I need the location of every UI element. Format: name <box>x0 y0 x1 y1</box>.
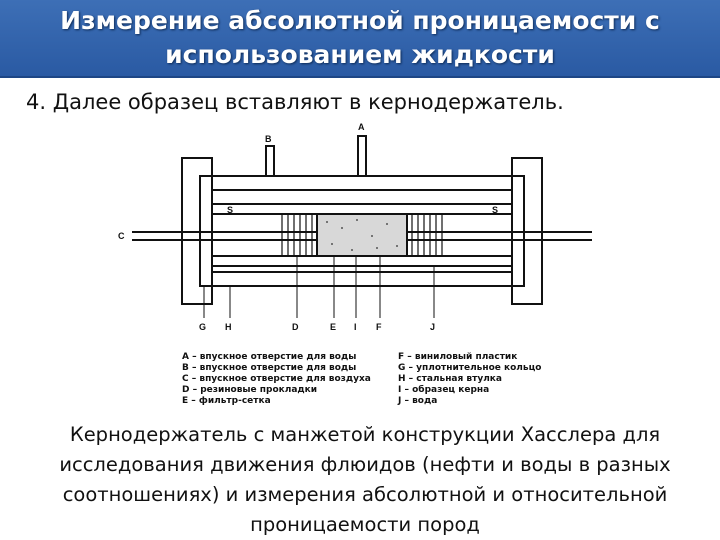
slide-title-line-1: Измерение абсолютной проницаемости с <box>60 6 660 35</box>
legend-item-f: F – виниловый пластик <box>398 352 518 362</box>
legend-right: F – виниловый пластик G – уплотнительное… <box>398 352 541 407</box>
label-a: A <box>358 122 365 132</box>
core-holder-diagram: A B C D E F G H I J S S <box>118 122 592 332</box>
label-e: E <box>330 322 336 332</box>
port-a <box>357 135 367 177</box>
caption-line-3: соотношениях) и измерения абсолютной и о… <box>62 483 668 506</box>
caption-line-4: проницаемости пород <box>250 513 480 536</box>
legend-item-j: J – вода <box>398 396 438 406</box>
label-d: D <box>292 322 299 332</box>
caption-line-1: Кернодержатель с манжетой конструкции Ха… <box>69 423 661 446</box>
slide-title: Измерение абсолютной проницаемости с исп… <box>0 4 720 72</box>
slide-title-line-2: использованием жидкости <box>165 40 555 69</box>
label-i: I <box>354 322 357 332</box>
label-c: C <box>118 231 125 241</box>
legend-left: A – впускное отверстие для воды B – впус… <box>182 352 371 407</box>
label-s-top-right: S <box>492 205 498 215</box>
legend-item-d: D – резиновые прокладки <box>182 385 318 395</box>
label-g: G <box>199 322 206 332</box>
legend-item-g: G – уплотнительное кольцо <box>398 363 542 373</box>
legend-item-i: I – образец керна <box>398 385 490 395</box>
right-end-cap <box>511 157 543 305</box>
legend-item-e: E – фильтр-сетка <box>182 396 271 406</box>
sleeve-bottom <box>211 255 513 267</box>
legend-item-c: C – впускное отверстие для воздуха <box>182 374 371 384</box>
port-b <box>265 145 275 177</box>
legend-item-b: B – впускное отверстие для воды <box>182 363 357 373</box>
legend-item-h: H – стальная втулка <box>398 374 502 384</box>
left-end-cap <box>181 157 213 305</box>
figure-caption: Кернодержатель с манжетой конструкции Ха… <box>40 420 690 540</box>
label-b: B <box>265 134 272 144</box>
label-h: H <box>225 322 232 332</box>
core-sample <box>316 213 408 257</box>
label-s-top: S <box>227 205 233 215</box>
label-j: J <box>430 322 435 332</box>
slide-title-bar: Измерение абсолютной проницаемости с исп… <box>0 0 720 78</box>
step-text: 4. Далее образец вставляют в кернодержат… <box>26 90 564 114</box>
legend-item-a: A – впускное отверстие для воды <box>182 352 357 362</box>
sleeve-top <box>211 203 513 215</box>
label-f: F <box>376 322 382 332</box>
caption-line-2: исследования движения флюидов (нефти и в… <box>59 453 671 476</box>
